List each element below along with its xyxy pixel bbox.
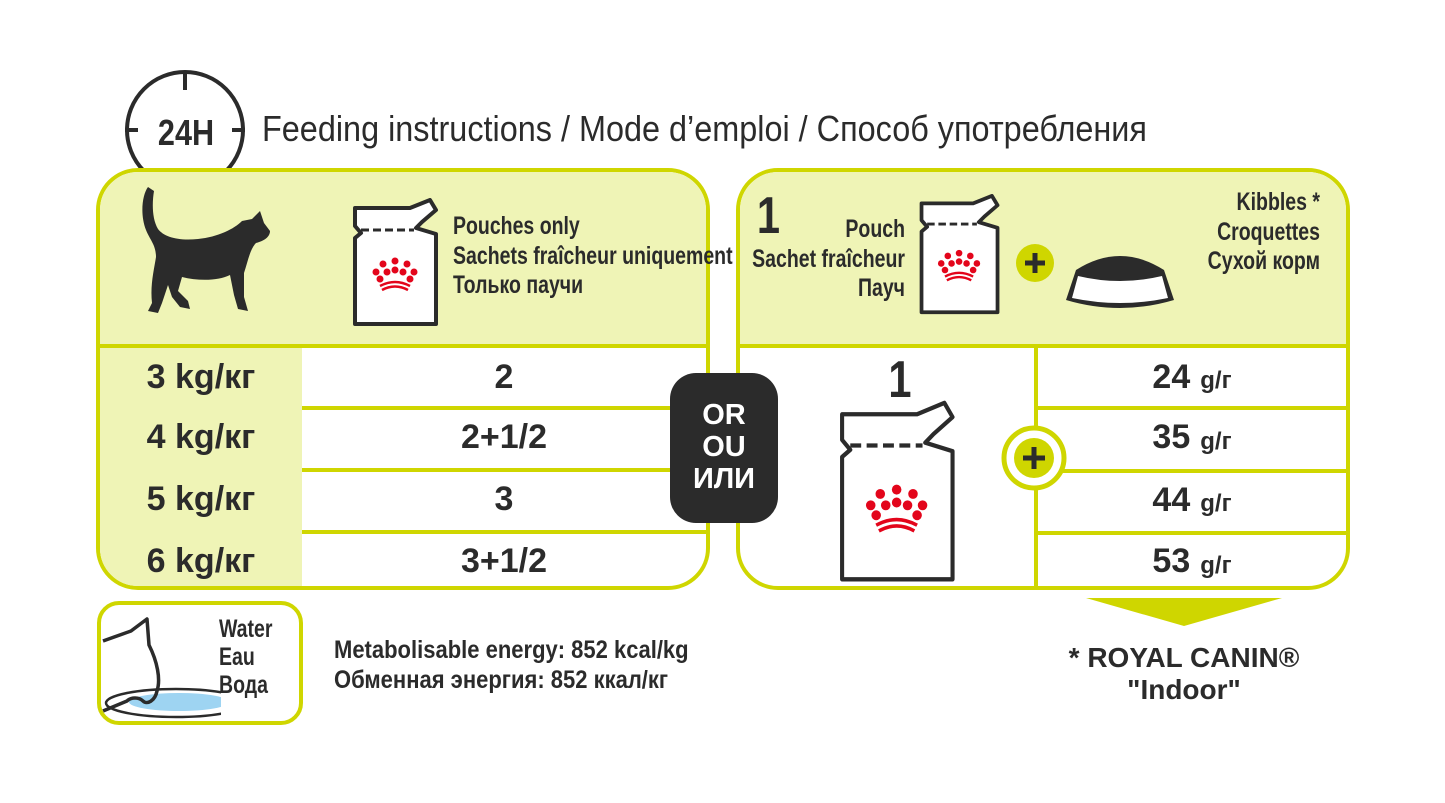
weight-cell: 5 kg/кг [100, 468, 302, 530]
or-label: OR [702, 399, 746, 432]
label-line: Sachets fraîcheur uniquement [453, 241, 733, 270]
cat-drinking-water-icon [102, 617, 221, 719]
clock-24h-icon [125, 70, 245, 176]
water-box: Water Eau Вода [97, 601, 303, 725]
label-line: Сухой корм [1207, 247, 1320, 275]
kibble-bowl-icon [1066, 256, 1174, 308]
royal-canin-crown-icon [372, 257, 418, 283]
water-label: Water Eau Вода [219, 615, 288, 699]
energy-info: Metabolisable energy: 852 kcal/kg Обменн… [334, 635, 689, 695]
label-line: Croquettes [1217, 217, 1320, 246]
label-line: Только паучи [453, 271, 584, 299]
or-label: OU [702, 431, 746, 464]
label-line: Water [219, 615, 273, 643]
label-line: Pouch [845, 215, 905, 243]
pouch-icon [919, 194, 1000, 315]
pouch-icon [353, 198, 438, 326]
label-line: Eau [219, 643, 255, 671]
pouch-count: 1 [888, 351, 912, 409]
pouch-count-cell: 2 [494, 357, 514, 396]
pouch-label: Pouch Sachet fraîcheur Пауч [705, 215, 905, 304]
weight-cell: 6 kg/кг [100, 530, 302, 586]
cat-icon [142, 187, 270, 313]
table-row: 4 kg/кг 2+1/2 [100, 406, 706, 472]
table-row: 3 kg/кг 2 [100, 348, 706, 410]
weight-cell: 3 kg/кг [100, 348, 302, 406]
plus-icon [1016, 244, 1054, 282]
footnote-brand: * ROYAL CANIN® [1068, 642, 1300, 673]
or-badge: OR OU ИЛИ [670, 373, 778, 523]
label-line: Вода [219, 671, 268, 699]
pouch-count-cell: 3 [494, 479, 514, 518]
pouches-only-table: 3 kg/кг 2 4 kg/кг 2+1/2 5 kg/кг 3 6 kg/кг 3+… [100, 348, 706, 586]
pouch-count-cell: 3+1/2 [460, 541, 548, 580]
weight-cell: 4 kg/кг [100, 406, 302, 468]
plus-icon [1001, 425, 1067, 491]
header-count: 1 [756, 187, 781, 245]
energy-line: Обменная энергия: 852 ккал/кг [334, 666, 669, 694]
table-row: 6 kg/кг 3+1/2 [100, 530, 706, 586]
kibbles-label: Kibbles * Croquettes Сухой корм [1120, 188, 1320, 277]
label-line: Пауч [857, 274, 905, 302]
pouches-only-label: Pouches only Sachets fraîcheur uniquemen… [453, 212, 811, 301]
down-arrow-icon [1086, 598, 1282, 626]
footnote: * ROYAL CANIN® "Indoor" [1034, 642, 1334, 706]
footnote-product: "Indoor" [1127, 674, 1241, 706]
or-label: ИЛИ [692, 462, 756, 495]
pouch-icon [840, 400, 955, 582]
clock-label: 24H [157, 112, 215, 153]
table-row: 5 kg/кг 3 [100, 468, 706, 534]
page-title: Feeding instructions / Mode d’emploi / С… [262, 108, 1147, 149]
energy-line: Metabolisable energy: 852 kcal/kg [334, 636, 689, 664]
label-line: Kibbles * [1236, 188, 1320, 216]
label-line: Sachet fraîcheur [752, 244, 905, 273]
pouch-count-cell: 2+1/2 [460, 417, 548, 456]
label-line: Pouches only [453, 212, 580, 240]
